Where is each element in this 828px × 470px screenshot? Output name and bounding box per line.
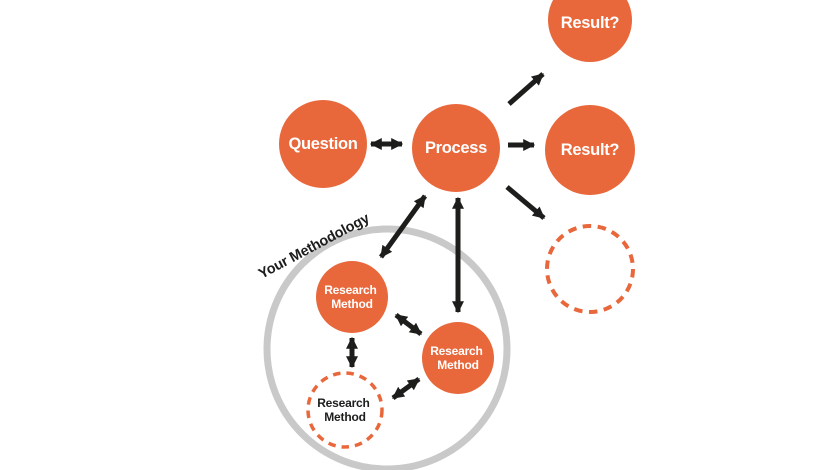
question-label: Question xyxy=(288,135,357,153)
result-empty-dashed-node xyxy=(545,224,635,314)
result-top-node xyxy=(548,0,632,62)
process-label: Process xyxy=(425,139,487,157)
result-right-label: Result? xyxy=(561,141,620,159)
research-method-c-dashed-node xyxy=(306,371,384,449)
question-node xyxy=(279,100,367,188)
research-method-a-node xyxy=(316,261,388,333)
arrow-process-result-empty xyxy=(505,185,546,220)
arrow-research-method-c-b xyxy=(391,376,421,401)
arrow-process-research-method-a xyxy=(378,194,428,259)
arrow-research-method-a-b xyxy=(394,313,423,336)
research-method-c-label: Research Method xyxy=(317,396,373,424)
result-right-node xyxy=(545,105,635,195)
result-top-label: Result? xyxy=(561,14,620,32)
research-method-a-label: Research Method xyxy=(324,283,380,311)
arrow-process-result-top xyxy=(507,72,545,106)
research-method-b-label: Research Method xyxy=(430,344,486,372)
process-node xyxy=(412,104,500,192)
research-method-b-node xyxy=(422,322,494,394)
